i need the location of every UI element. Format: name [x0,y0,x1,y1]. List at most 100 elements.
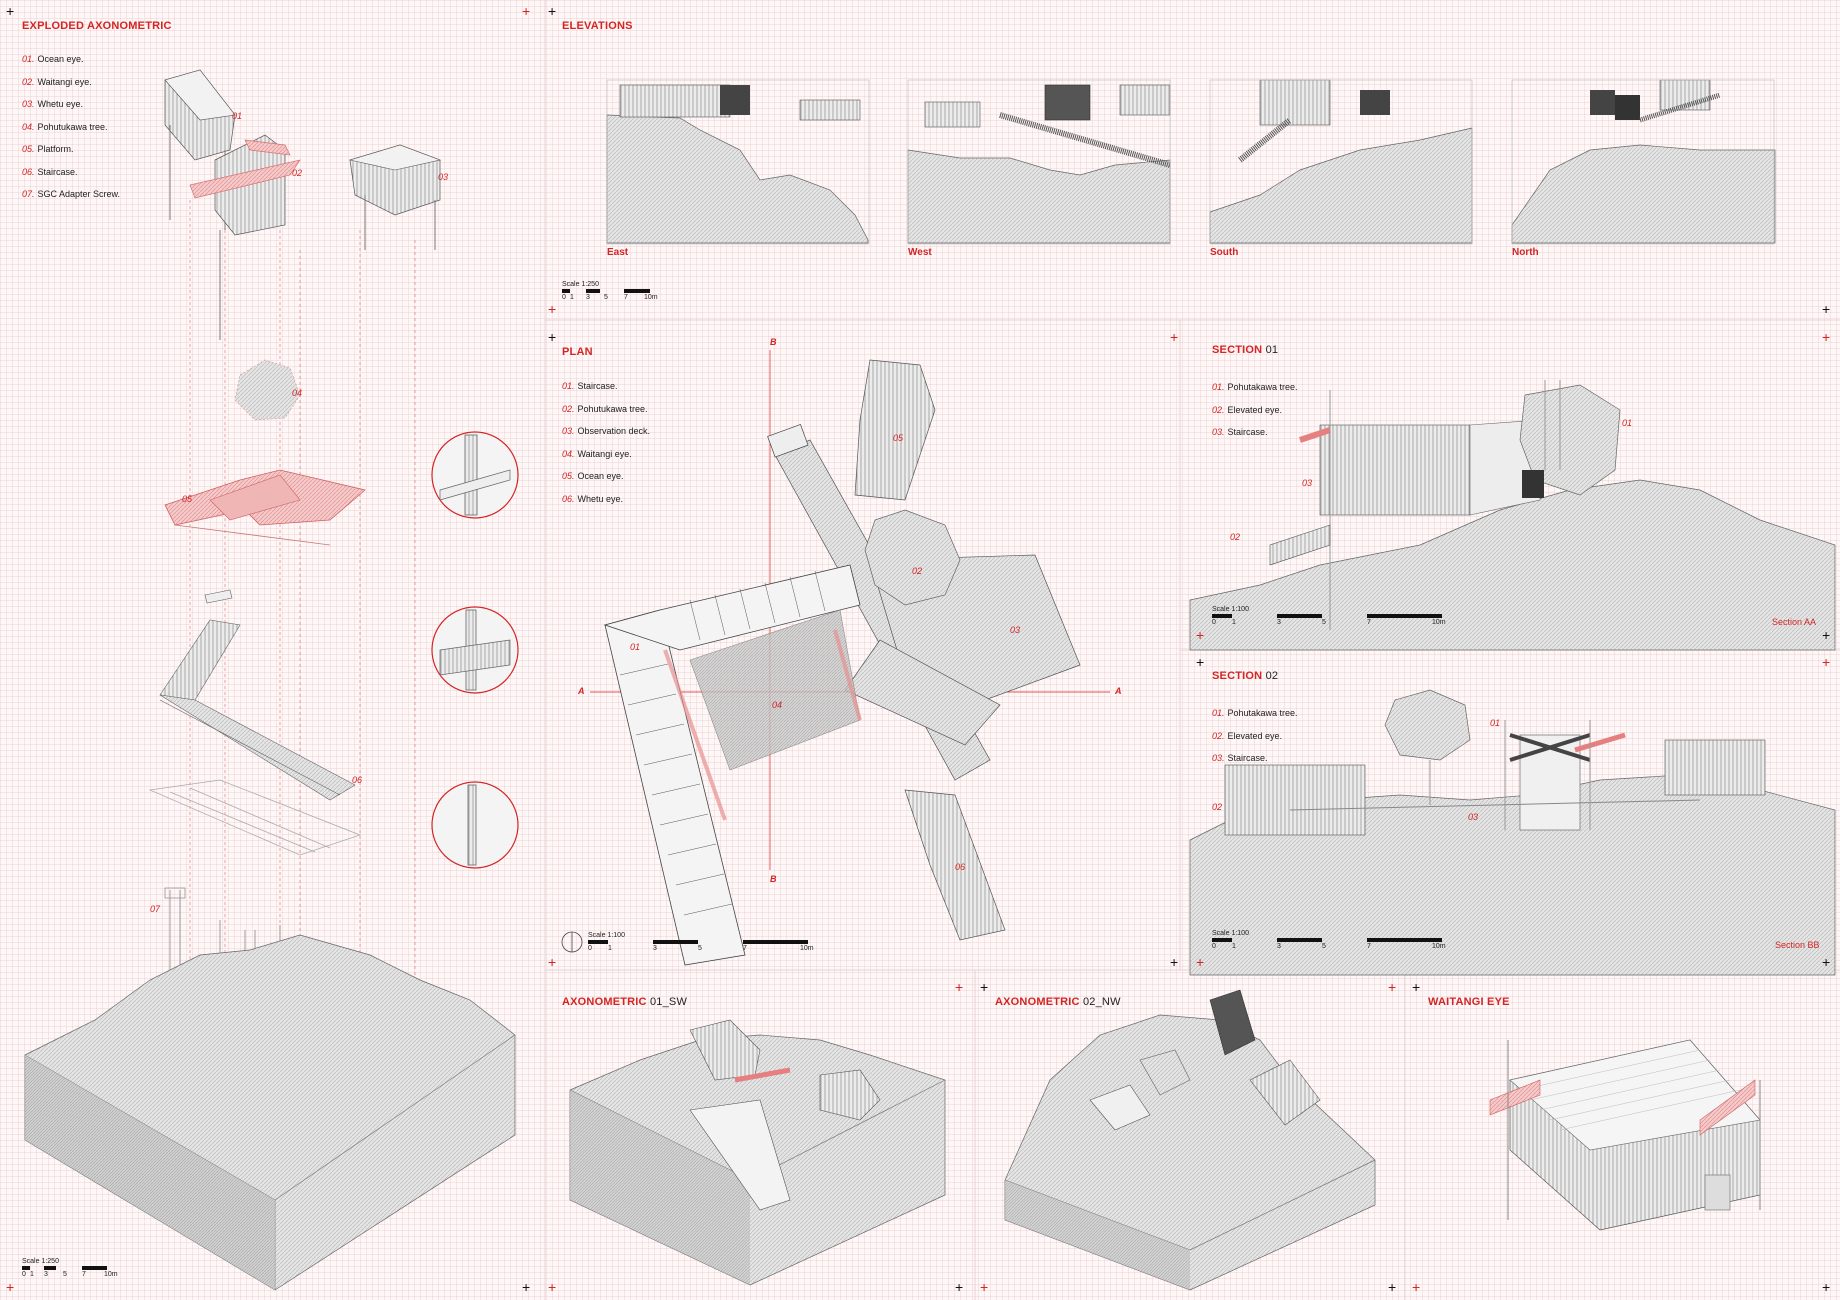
registration-mark: + [1196,654,1205,670]
cut-marker-a-left: A [578,686,585,696]
registration-mark: + [1196,954,1205,970]
elevation-drawings [606,79,1776,245]
legend-item: 06.Staircase. [22,166,78,177]
exploded-axonometric-drawing [24,69,519,1291]
axonometric-02-drawing [1004,989,1376,1291]
registration-mark: + [548,3,557,19]
legend-item: 04.Pohutukawa tree. [22,121,108,132]
section-02-title: SECTION 02 [1212,670,1279,682]
legend-item: 01.Pohutakawa tree. [1212,382,1298,392]
registration-mark: + [1170,329,1179,345]
cut-marker-a-right: A [1115,686,1122,696]
elevation-label-west: West [908,247,932,258]
registration-mark: + [1412,1279,1421,1295]
tag-05: 05 [182,494,193,504]
axonometric-01-title: AXONOMETRIC 01_SW [562,996,688,1008]
exploded-legend: 01.Ocean eye. 02.Waitangi eye. 03.Whetu … [22,48,120,206]
registration-mark: + [548,1279,557,1295]
section-02-tag-02: 02 [1212,802,1223,812]
legend-item: 01.Ocean eye. [22,54,84,64]
registration-mark: + [522,3,531,19]
elevation-label-east: East [607,247,629,258]
section-02-legend: 01.Pohutakawa tree. 02.Elevated eye. 03.… [1212,702,1298,770]
plan-tag-03: 03 [1010,625,1021,635]
registration-mark: + [980,1279,989,1295]
registration-mark: + [1412,979,1421,995]
tag-01: 01 [232,111,243,121]
legend-item: 04.Waitangi eye. [562,448,632,459]
plan-tag-05: 05 [893,433,904,443]
registration-mark: + [1822,329,1831,345]
cut-marker-b-bottom: B [770,874,777,884]
tag-02: 02 [292,168,303,178]
waitangi-eye-title: WAITANGI EYE [1428,996,1510,1008]
exploded-axonometric-title: EXPLODED AXONOMETRIC [22,20,172,32]
legend-item: 02.Pohutukawa tree. [562,403,648,414]
elevations-title: ELEVATIONS [562,20,633,32]
registration-mark: + [522,1279,531,1295]
registration-mark: + [548,301,557,317]
legend-item: 05.Platform. [22,144,74,154]
section-02-drawing [1189,689,1836,976]
registration-mark: + [548,329,557,345]
plan-tag-06: 06 [955,862,966,872]
legend-item: 01.Staircase. [562,381,618,391]
tag-04: 04 [292,388,303,398]
registration-mark: + [1196,627,1205,643]
registration-mark: + [6,3,15,19]
registration-mark: + [980,979,989,995]
section-02-tag-03: 03 [1468,812,1479,822]
registration-mark: + [1822,627,1831,643]
cut-marker-b-top: B [770,337,777,347]
elevation-label-north: North [1512,247,1539,258]
legend-item: 03.Whetu eye. [22,99,84,109]
legend-item: 03.Staircase. [1212,427,1268,437]
tag-07: 07 [150,904,161,914]
tag-06: 06 [352,775,363,785]
section-02-tag-01: 01 [1490,718,1501,728]
registration-mark: + [1822,654,1831,670]
section-bb-label: Section BB [1775,940,1820,950]
plan-tag-01: 01 [630,642,641,652]
registration-mark: + [1822,954,1831,970]
registration-mark: + [1822,301,1831,317]
registration-mark: + [1822,1279,1831,1295]
tag-03: 03 [438,172,449,182]
plan-drawing [561,350,1110,966]
registration-mark: + [548,954,557,970]
registration-mark: + [6,1279,15,1295]
registration-mark: + [955,1279,964,1295]
section-01-title: SECTION 01 [1212,344,1279,356]
waitangi-eye-drawing [1489,1039,1761,1231]
registration-mark: + [1170,954,1179,970]
plan-title: PLAN [562,346,593,358]
section-01-tag-03: 03 [1302,478,1313,488]
legend-item: 02.Elevated eye. [1212,404,1283,415]
elevation-label-south: South [1210,247,1239,258]
legend-item: 07.SGC Adapter Screw. [22,189,121,199]
legend-item: 01.Pohutakawa tree. [1212,708,1298,718]
axonometric-01-drawing [569,1019,946,1286]
section-aa-label: Section AA [1772,617,1817,627]
legend-item: 02.Waitangi eye. [22,76,92,87]
legend-item: 02.Elevated eye. [1212,730,1283,741]
section-01-legend: 01.Pohutakawa tree. 02.Elevated eye. 03.… [1212,376,1298,444]
registration-mark: + [1388,1279,1397,1295]
legend-item: 03.Observation deck. [562,426,651,436]
axonometric-02-title: AXONOMETRIC 02_NW [995,996,1121,1008]
section-01-tag-02: 02 [1230,532,1241,542]
section-01-tag-01: 01 [1622,418,1633,428]
plan-legend: 01.Staircase. 02.Pohutukawa tree. 03.Obs… [562,375,650,510]
registration-mark: + [955,979,964,995]
registration-mark: + [1388,979,1397,995]
plan-tag-02: 02 [912,566,923,576]
legend-item: 06.Whetu eye. [562,493,624,504]
plan-tag-04: 04 [772,700,783,710]
legend-item: 03.Staircase. [1212,753,1268,763]
